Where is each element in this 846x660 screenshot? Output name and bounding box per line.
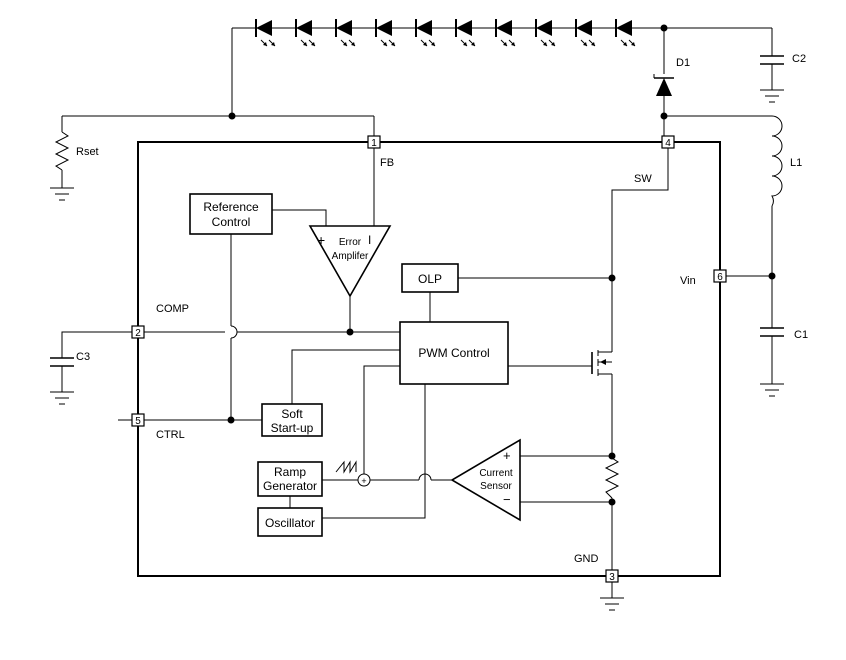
sense-resistor (604, 457, 620, 499)
pwm-control-block (399, 321, 509, 385)
l1-inductor (771, 115, 783, 207)
sensor-crossover (418, 473, 432, 481)
led-4 (375, 19, 396, 47)
osc-to-pwm-wire (322, 384, 426, 519)
oscillator-label: Oscillator (265, 516, 315, 530)
sw-label: SW (634, 173, 652, 185)
error-amp-label-2: Amplifer (332, 251, 369, 262)
d1-diode (653, 74, 674, 96)
d1-label: D1 (676, 57, 690, 69)
ic-body (137, 141, 721, 577)
soft-startup-block (261, 403, 323, 437)
led-5 (415, 19, 436, 47)
led-8 (535, 19, 556, 47)
current-sensor-minus: − (503, 492, 511, 507)
pin-1-number: 1 (371, 138, 377, 149)
led-3 (335, 19, 356, 47)
led-light-arrows-icon (580, 39, 596, 47)
pin-3-number: 3 (609, 572, 615, 583)
olp-label: OLP (418, 272, 442, 286)
led-light-arrows-icon (620, 39, 636, 47)
led-6 (455, 19, 476, 47)
sawtooth-icon (335, 460, 357, 474)
current-sensor-label-1: Current (479, 468, 513, 479)
error-amplifier (308, 225, 392, 298)
reference-control-label-1: Reference (203, 200, 259, 214)
led-10 (615, 19, 636, 47)
led-7 (495, 19, 516, 47)
pin-6-box (713, 269, 727, 283)
led-2 (295, 19, 316, 47)
sw-internal-wire (611, 148, 669, 352)
c1-ground-icon (760, 383, 784, 397)
c3-wire (61, 331, 132, 358)
led-light-arrows-icon (420, 39, 436, 47)
summing-node-sign: + (361, 476, 366, 486)
ref-crossover (230, 325, 238, 339)
rset-node-dot (228, 112, 236, 120)
pin-2-number: 2 (135, 328, 141, 339)
current-sensor (450, 438, 521, 522)
ramp-generator-block (257, 461, 323, 497)
oscillator-block (257, 507, 323, 537)
current-sensor-label-2: Sensor (480, 481, 512, 492)
ramp-generator-label-1: Ramp (274, 465, 306, 479)
reference-control-block (189, 193, 273, 235)
c1-label: C1 (794, 329, 808, 341)
pin-6-number: 6 (717, 272, 723, 283)
rset-resistor (54, 131, 70, 171)
ref-to-erramp-wire (272, 209, 327, 226)
current-sensor-plus: + (503, 448, 511, 463)
comp-label: COMP (156, 303, 189, 315)
ctrl-node-dot (227, 416, 235, 424)
rset-ground-icon (50, 187, 74, 201)
gnd-ground-icon (600, 597, 624, 611)
pin-5-number: 5 (135, 416, 141, 427)
led-9 (575, 19, 596, 47)
soft-to-pwm-wire (291, 349, 400, 404)
c3-label: C3 (76, 351, 90, 363)
led-light-arrows-icon (500, 39, 516, 47)
led-1 (255, 19, 276, 47)
led-light-arrows-icon (460, 39, 476, 47)
c2-label: C2 (792, 53, 806, 65)
pin-4-number: 4 (665, 138, 671, 149)
led-light-arrows-icon (380, 39, 396, 47)
fb-label: FB (380, 157, 394, 169)
error-amp-label-1: Error (339, 237, 362, 248)
mosfet-switch (591, 350, 612, 376)
error-amp-plus: + (317, 232, 325, 248)
comp-node-dot (346, 328, 354, 336)
sum-to-pwm-wire (363, 365, 400, 474)
led-light-arrows-icon (540, 39, 556, 47)
error-amp-minus: I (368, 233, 371, 247)
ramp-generator-label-2: Generator (263, 479, 317, 493)
ctrl-label: CTRL (156, 429, 185, 441)
olp-block (401, 263, 459, 293)
led-string (255, 19, 636, 47)
rset-label: Rset (76, 146, 99, 158)
pwm-control-label: PWM Control (418, 346, 489, 360)
led-light-arrows-icon (260, 39, 276, 47)
c2-ground-icon (760, 89, 784, 103)
c3-ground-icon (50, 391, 74, 405)
led-light-arrows-icon (340, 39, 356, 47)
l1-label: L1 (790, 157, 802, 169)
led-light-arrows-icon (300, 39, 316, 47)
soft-startup-label-2: Start-up (271, 421, 314, 435)
vin-label: Vin (680, 275, 696, 287)
reference-control-label-2: Control (212, 215, 251, 229)
gnd-label: GND (574, 553, 599, 565)
soft-startup-label-1: Soft (281, 407, 303, 421)
